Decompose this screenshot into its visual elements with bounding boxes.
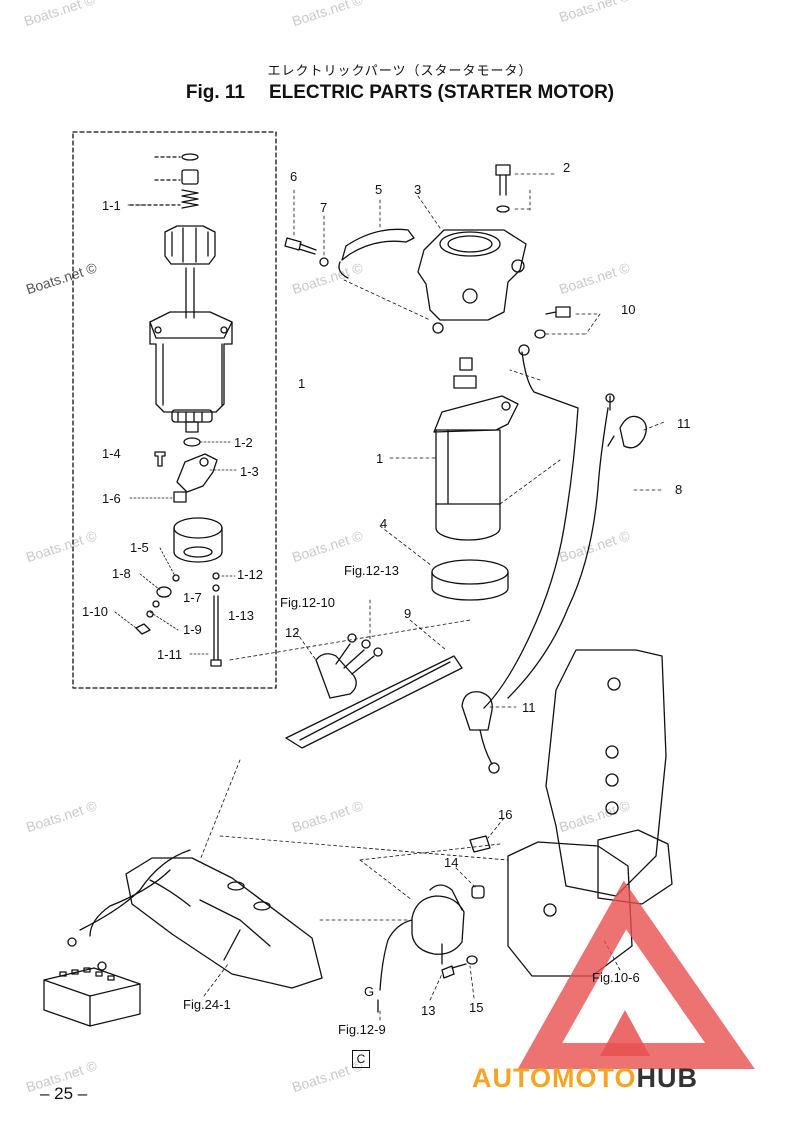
subassembly-box	[72, 131, 277, 689]
reference-fig-10-6: Fig.10-6	[592, 970, 640, 985]
figure-title: ELECTRIC PARTS (STARTER MOTOR)	[268, 82, 615, 103]
callout-4: 4	[380, 516, 388, 531]
callout-g: G	[364, 984, 375, 999]
reference-fig-12-10: Fig.12-10	[280, 595, 335, 610]
callout-1-2: 1-2	[234, 435, 253, 450]
callout-1-3: 1-3	[240, 464, 259, 479]
callout-1-13: 1-13	[228, 608, 255, 623]
callout-11: 11	[677, 416, 691, 431]
brand-logo: AUTOMOTOHUB	[472, 1063, 698, 1094]
title-japanese: エレクトリックパーツ（スタータモータ）	[267, 64, 533, 79]
callout-6: 6	[290, 169, 298, 184]
callout-1-10: 1-10	[82, 604, 109, 619]
logo-text-part2: HUB	[636, 1063, 699, 1093]
starter-exploded-parts	[129, 153, 233, 667]
callout-16: 16	[498, 807, 513, 822]
callout-11: 11	[522, 700, 536, 715]
callout-13: 13	[421, 1003, 436, 1018]
section-letter: C	[352, 1050, 370, 1068]
callout-10: 10	[621, 302, 636, 317]
callout-1-12: 1-12	[237, 567, 264, 582]
callout-7: 7	[320, 200, 328, 215]
callout-1: 1	[376, 451, 384, 466]
page-title: Fig. 11 ELECTRIC PARTS (STARTER MOTOR)	[0, 82, 800, 104]
callout-9: 9	[404, 606, 412, 621]
callout-1-11: 1-11	[157, 647, 183, 662]
reference-fig-12-13: Fig.12-13	[344, 563, 399, 578]
callout-8: 8	[675, 482, 683, 497]
callout-1-7: 1-7	[183, 590, 202, 605]
callout-12: 12	[285, 625, 300, 640]
figure-number: Fig. 11	[185, 82, 245, 103]
reference-fig-24-1: Fig.24-1	[183, 997, 231, 1012]
callout-5: 5	[375, 182, 383, 197]
starter-motor-assembly	[43, 164, 673, 1027]
callout-1: 1	[298, 376, 306, 391]
reference-fig-12-9: Fig.12-9	[338, 1022, 386, 1037]
callout-1-6: 1-6	[102, 491, 121, 506]
callout-2: 2	[563, 160, 571, 175]
callout-15: 15	[469, 1000, 484, 1015]
callout-1-4: 1-4	[102, 446, 121, 461]
callout-3: 3	[414, 182, 422, 197]
logo-text-part1: AUTOMOTO	[472, 1063, 637, 1093]
callout-14: 14	[444, 855, 459, 870]
callout-1-5: 1-5	[130, 540, 149, 555]
callout-1-9: 1-9	[183, 622, 202, 637]
callout-1-1: 1-1	[102, 198, 121, 213]
page-number: – 25 –	[40, 1084, 88, 1103]
callout-1-8: 1-8	[112, 566, 131, 581]
